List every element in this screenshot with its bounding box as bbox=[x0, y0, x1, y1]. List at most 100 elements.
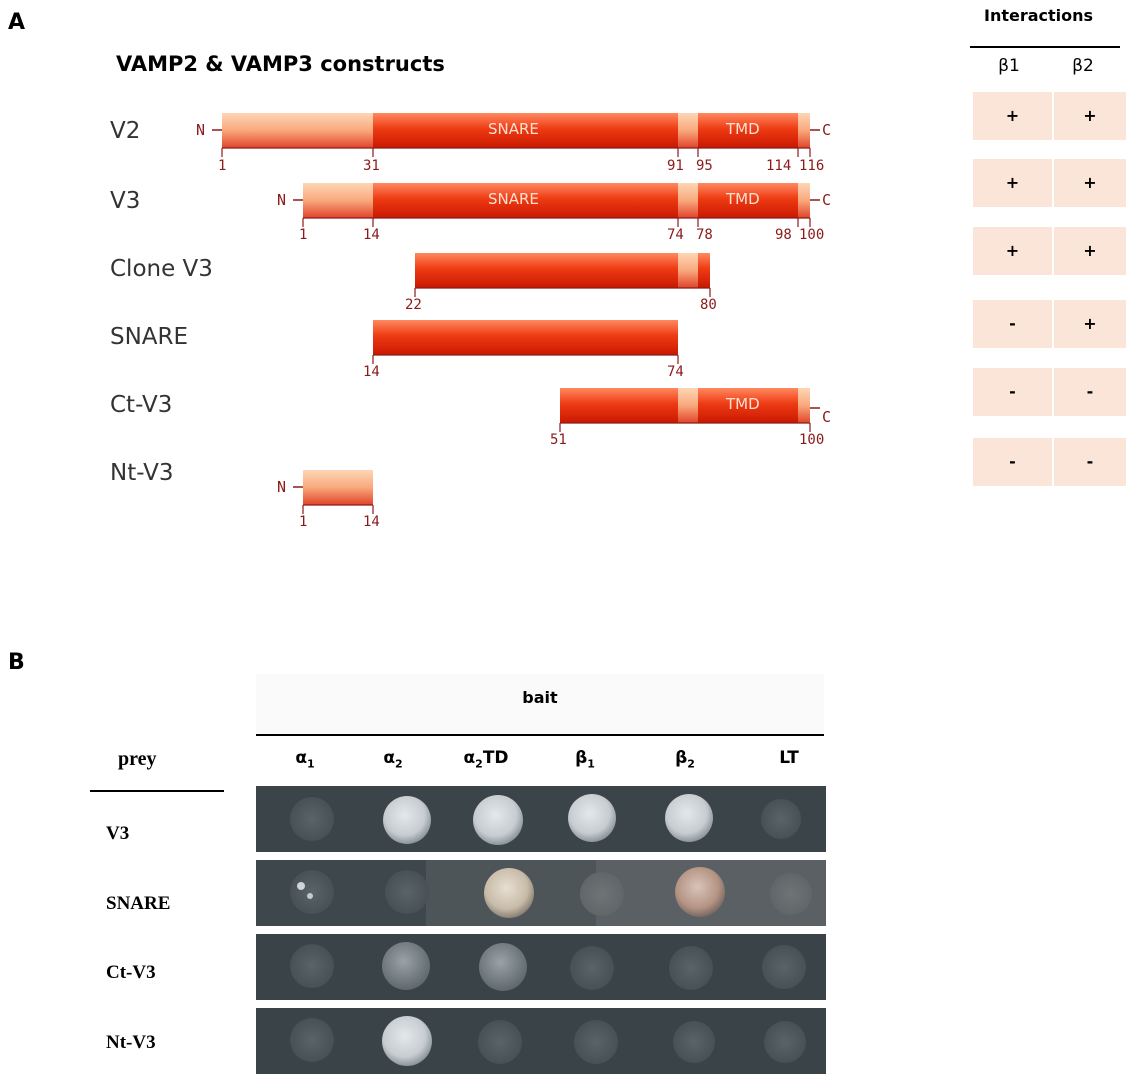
colony-spot bbox=[382, 1016, 432, 1066]
colony-spot bbox=[568, 794, 616, 842]
construct-nt-v3 bbox=[293, 470, 374, 514]
interactions-header: Interactions bbox=[984, 6, 1094, 25]
construct-name-ct-v3: Ct-V3 bbox=[110, 392, 173, 418]
prey-row-nt-v3: Nt-V3 bbox=[106, 1032, 156, 1053]
ct-snare-part bbox=[560, 388, 678, 423]
ct-cterm bbox=[798, 388, 810, 423]
ct-tick-label: 51 bbox=[550, 432, 567, 448]
v2-c-terminus: C bbox=[822, 121, 832, 139]
v2-tick-label: 114 bbox=[766, 158, 792, 174]
bait-rule bbox=[256, 734, 824, 736]
nt-nterm bbox=[303, 470, 373, 505]
colony-spot bbox=[478, 1020, 522, 1064]
v2-linker bbox=[678, 113, 698, 148]
construct-clone-v3 bbox=[414, 253, 711, 297]
interaction-cell: - bbox=[973, 300, 1052, 348]
colony-spot bbox=[290, 797, 334, 841]
colony-spot bbox=[770, 873, 812, 915]
clone-tick-label: 80 bbox=[700, 297, 717, 313]
interaction-cell: - bbox=[1054, 368, 1126, 416]
v2-tick-label: 1 bbox=[218, 158, 227, 174]
bait-header-bg bbox=[256, 674, 824, 734]
construct-ct-v3 bbox=[559, 388, 820, 432]
v3-nterm bbox=[303, 183, 373, 218]
prey-row-snare: SNARE bbox=[106, 893, 171, 914]
nt-tick-label: 1 bbox=[299, 514, 308, 530]
v2-tick-label: 91 bbox=[667, 158, 684, 174]
v2-snare-label: SNARE bbox=[488, 120, 539, 138]
panel-a-letter: A bbox=[8, 10, 26, 35]
prey-label: prey bbox=[118, 748, 157, 770]
construct-name-v2: V2 bbox=[110, 118, 141, 144]
v2-nterm bbox=[222, 113, 373, 148]
construct-v2 bbox=[212, 113, 820, 157]
plate-row-v3 bbox=[256, 786, 826, 852]
construct-snare bbox=[372, 320, 679, 364]
interaction-cell: + bbox=[1054, 300, 1126, 348]
v3-cterm bbox=[798, 183, 810, 218]
colony-spot bbox=[764, 1021, 806, 1063]
colony-spot bbox=[673, 1021, 715, 1063]
colony-spot bbox=[761, 799, 801, 839]
snare-tick-label: 14 bbox=[363, 364, 380, 380]
v2-tick-label: 116 bbox=[799, 158, 825, 174]
ct-tick-label: 100 bbox=[799, 432, 825, 448]
colony-spot bbox=[762, 945, 806, 989]
construct-name-v3: V3 bbox=[110, 188, 141, 214]
v3-tick-label: 14 bbox=[363, 227, 380, 243]
plate-row-nt-v3 bbox=[256, 1008, 826, 1074]
v3-tick-label: 1 bbox=[299, 227, 308, 243]
bait-col-lt: LT bbox=[779, 748, 799, 768]
v3-snare bbox=[373, 183, 678, 218]
v3-linker bbox=[678, 183, 698, 218]
v3-tmd bbox=[698, 183, 798, 218]
v2-snare bbox=[373, 113, 678, 148]
colony-spot bbox=[473, 795, 523, 845]
colony-spot bbox=[574, 1020, 618, 1064]
colony-spot bbox=[665, 794, 713, 842]
bait-col-b2: β2 bbox=[675, 748, 695, 771]
ct-tmd bbox=[698, 388, 798, 423]
ct-c-terminus: C bbox=[822, 408, 832, 426]
clone-tmd-start bbox=[698, 253, 710, 288]
v2-tick-label: 31 bbox=[363, 158, 380, 174]
v3-n-terminus: N bbox=[277, 191, 287, 209]
v3-tick-label: 98 bbox=[775, 227, 792, 243]
prey-row-ct-v3: Ct-V3 bbox=[106, 962, 156, 983]
construct-name-clone-v3: Clone V3 bbox=[110, 256, 213, 282]
v3-c-terminus: C bbox=[822, 191, 832, 209]
colony-spot bbox=[382, 942, 430, 990]
v3-snare-label: SNARE bbox=[488, 190, 539, 208]
colony-spot bbox=[570, 946, 614, 990]
beta1-col-header: β1 bbox=[998, 56, 1020, 76]
v2-tick-label: 95 bbox=[696, 158, 713, 174]
colony-spot bbox=[383, 796, 431, 844]
ct-tmd-label: TMD bbox=[726, 395, 760, 413]
clone-snare bbox=[415, 253, 678, 288]
colony-spot bbox=[385, 870, 429, 914]
prey-row-v3: V3 bbox=[106, 823, 130, 844]
clone-tick-label: 22 bbox=[405, 297, 422, 313]
v3-tick-label: 100 bbox=[799, 227, 825, 243]
interaction-cell: - bbox=[1054, 438, 1126, 486]
v2-cterm bbox=[798, 113, 810, 148]
clone-linker bbox=[678, 253, 698, 288]
panel-b-letter: B bbox=[8, 650, 25, 675]
construct-v3 bbox=[293, 183, 820, 227]
interaction-cell: + bbox=[1054, 92, 1126, 140]
plate-row-ct-v3 bbox=[256, 934, 826, 1000]
interaction-cell: + bbox=[1054, 159, 1126, 207]
v3-tick-label: 74 bbox=[667, 227, 684, 243]
colony-spot bbox=[484, 868, 534, 918]
colony-spot bbox=[675, 867, 725, 917]
colony-spot bbox=[580, 872, 624, 916]
bait-col-b1: β1 bbox=[575, 748, 595, 771]
colony-spot bbox=[290, 944, 334, 988]
bait-label: bait bbox=[522, 688, 558, 707]
interaction-cell: + bbox=[1054, 227, 1126, 275]
yeast-plate-image bbox=[256, 786, 826, 1074]
construct-diagram bbox=[212, 113, 820, 514]
bait-col-a2: α2 bbox=[383, 748, 403, 771]
interaction-cell: + bbox=[973, 227, 1052, 275]
nt-n-terminus: N bbox=[277, 478, 287, 496]
